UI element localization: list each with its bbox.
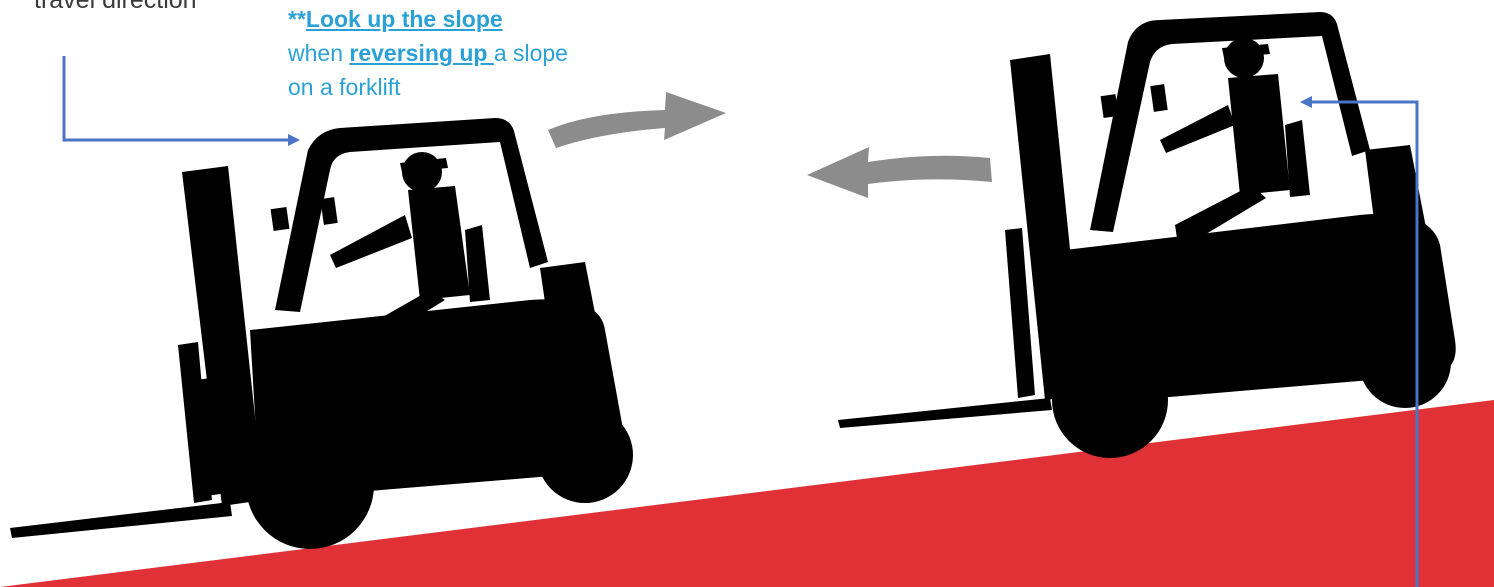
forklift-silhouette-icon bbox=[10, 118, 633, 549]
callout-when: when bbox=[288, 40, 349, 66]
travel-direction-label: travel direction bbox=[34, 0, 197, 15]
callout-emphasis-reversing: reversing up bbox=[349, 40, 493, 66]
forklift-silhouette-icon bbox=[838, 12, 1456, 458]
curved-arrow-left-icon bbox=[807, 147, 992, 198]
callout-prefix: ** bbox=[288, 6, 306, 32]
pointer-arrow-left bbox=[64, 56, 300, 146]
callout-emphasis-look-up: Look up the slope bbox=[306, 6, 503, 32]
